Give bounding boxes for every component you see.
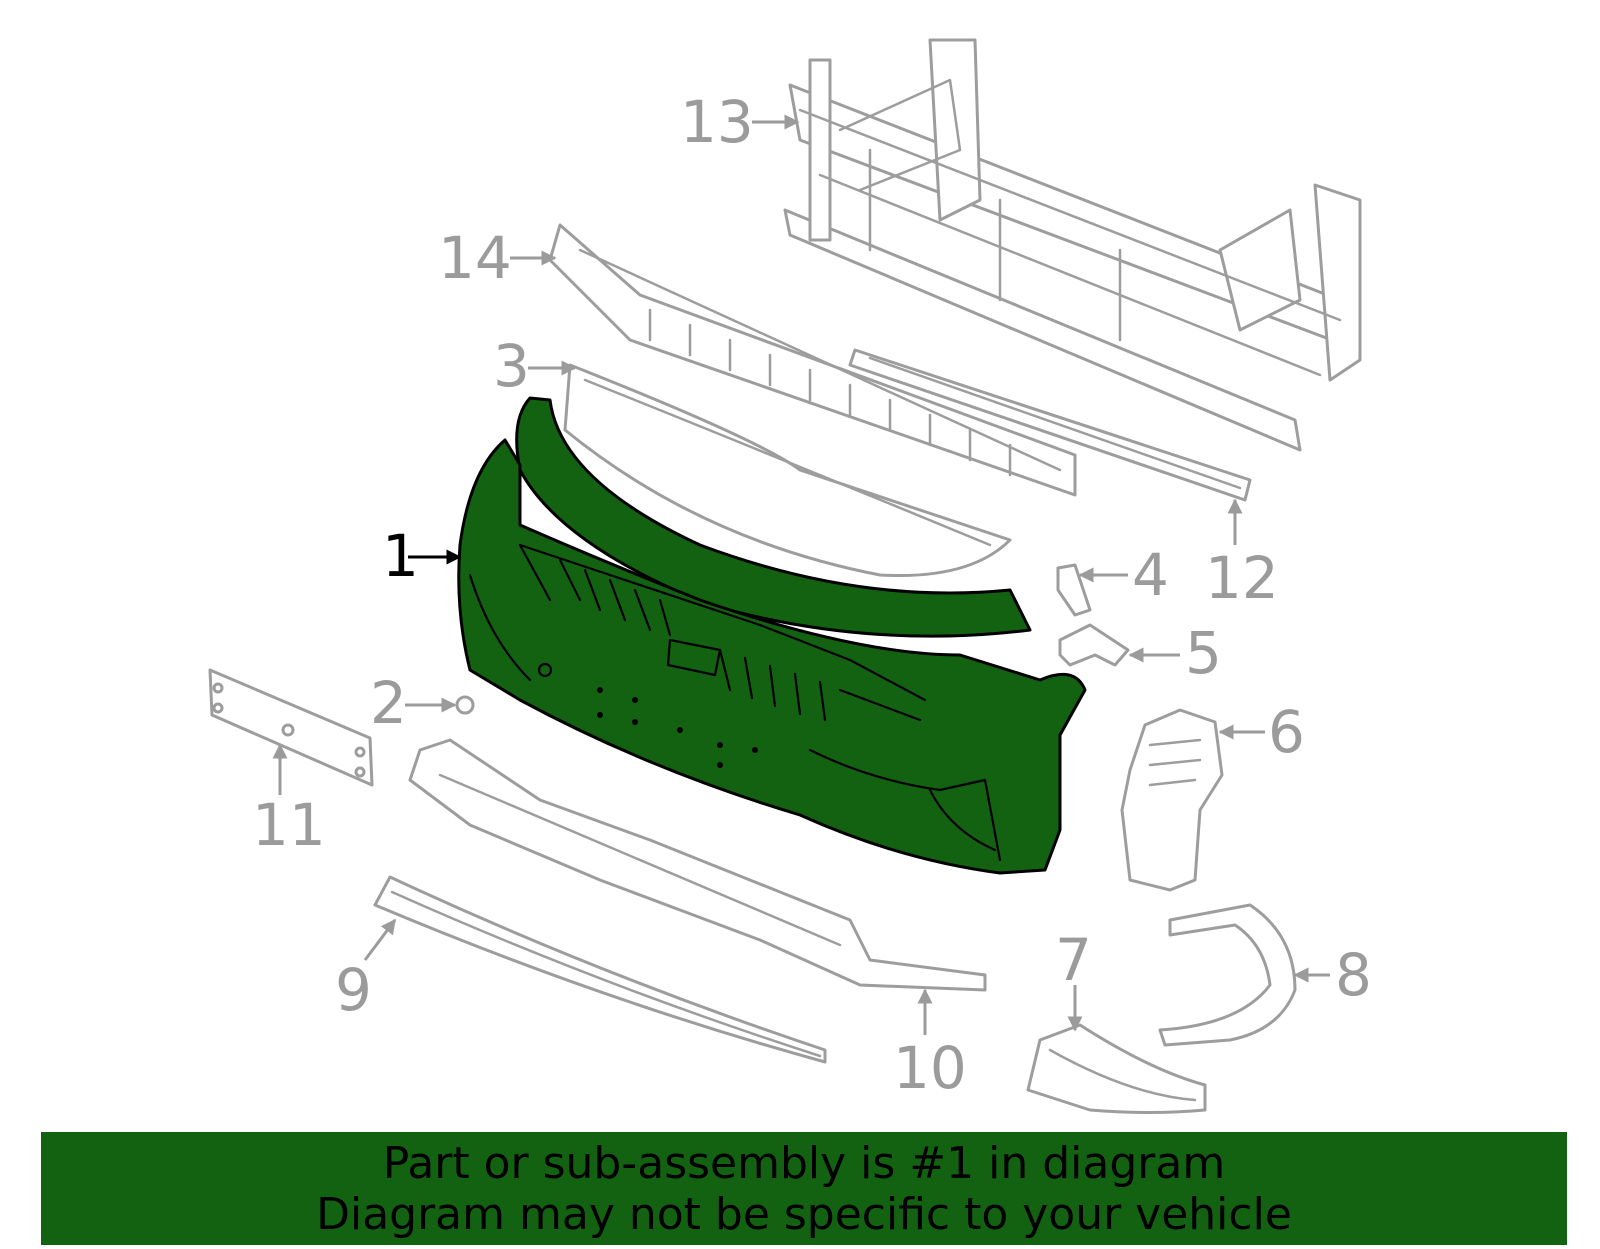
callout-2[interactable]: 2 [370, 669, 407, 737]
callout-1[interactable]: 1 [382, 522, 419, 590]
leader-lines [272, 114, 1330, 1035]
callout-4[interactable]: 4 [1132, 541, 1169, 609]
banner-line-2: Diagram may not be specific to your vehi… [316, 1188, 1292, 1240]
callout-7[interactable]: 7 [1055, 926, 1092, 994]
banner-line-1: Part or sub-assembly is #1 in diagram [382, 1137, 1226, 1189]
callout-8[interactable]: 8 [1335, 941, 1372, 1009]
callout-14[interactable]: 14 [438, 224, 512, 292]
part-8-bezel-frame[interactable] [1158, 903, 1297, 1047]
part-14-absorber[interactable] [548, 223, 1077, 497]
callout-13[interactable]: 13 [680, 88, 754, 156]
part-3-upper-cover[interactable] [563, 363, 1012, 578]
callout-6[interactable]: 6 [1268, 698, 1305, 766]
part-2-clip[interactable] [455, 695, 475, 715]
part-9-lower-strip[interactable] [373, 875, 827, 1064]
callout-9[interactable]: 9 [335, 956, 372, 1024]
callout-11[interactable]: 11 [252, 791, 326, 859]
part-11-license-bracket[interactable] [208, 668, 374, 787]
part-5-bracket[interactable] [1058, 623, 1130, 667]
info-banner: Part or sub-assembly is #1 in diagram Di… [41, 1132, 1567, 1245]
part-12-rail[interactable] [848, 348, 1252, 502]
callout-10[interactable]: 10 [893, 1034, 967, 1102]
part-4-bracket[interactable] [1056, 563, 1092, 617]
callout-5[interactable]: 5 [1185, 619, 1222, 687]
part-1-bumper-cover[interactable] [457, 396, 1087, 875]
part-7-fog-bezel[interactable] [1026, 1023, 1207, 1114]
part-13-reinforcement[interactable] [783, 38, 1362, 452]
part-6-side-bracket[interactable] [1120, 708, 1224, 892]
callout-12[interactable]: 12 [1205, 544, 1279, 612]
callout-3[interactable]: 3 [493, 332, 530, 400]
part-10-lower-absorber[interactable] [408, 738, 987, 992]
